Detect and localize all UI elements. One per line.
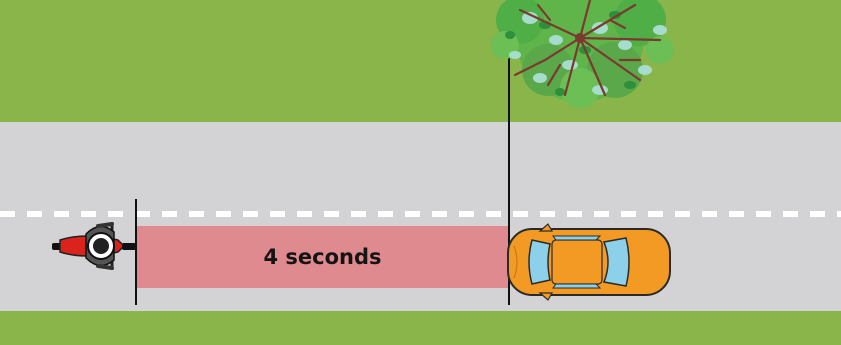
grass-top [0, 0, 841, 122]
grass-bottom [0, 311, 841, 345]
car-top-view-icon [508, 224, 670, 300]
following-gap-bar [137, 226, 508, 288]
